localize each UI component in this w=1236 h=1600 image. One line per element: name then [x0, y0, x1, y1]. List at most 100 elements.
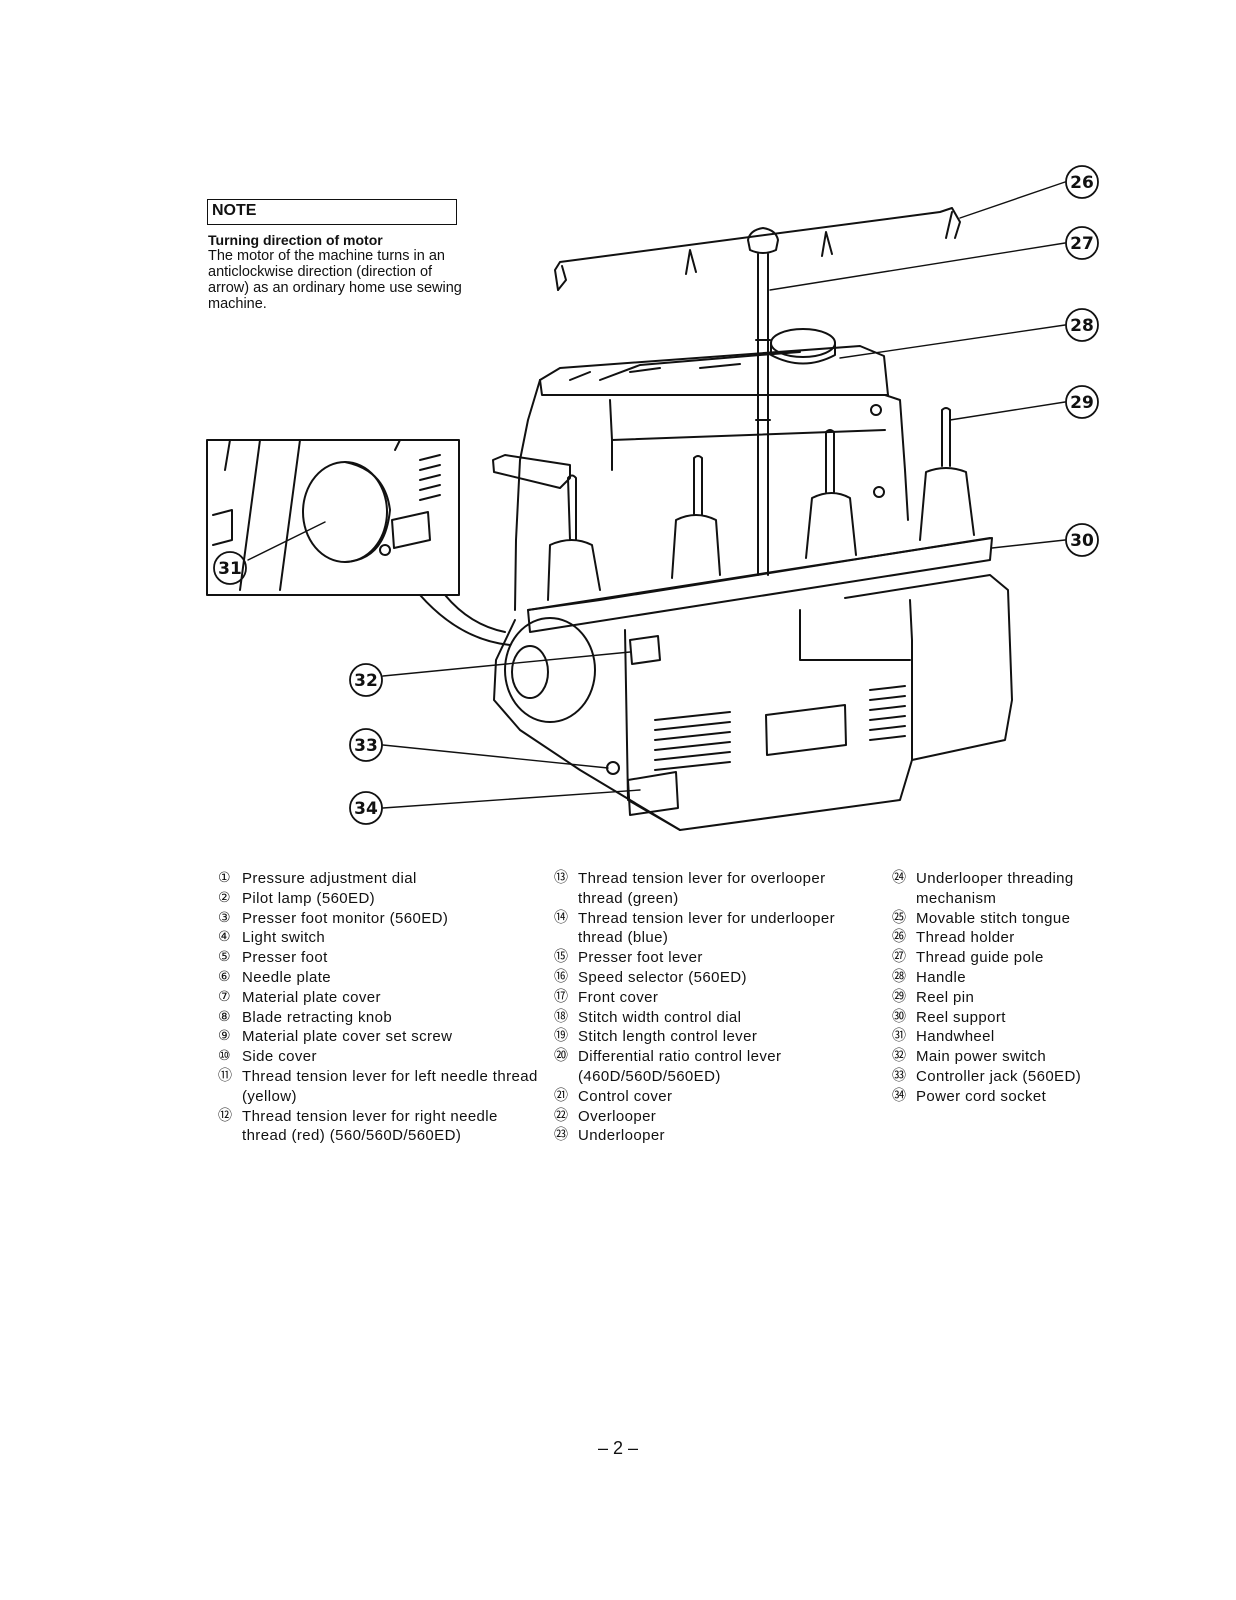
legend-number: ⑨: [218, 1028, 231, 1045]
legend-number: ㉓: [554, 1127, 569, 1144]
legend-number: ㉔: [892, 870, 907, 886]
callout-31: 31: [213, 551, 247, 585]
legend-text: Presser foot: [242, 949, 328, 967]
legend-text: Needle plate: [242, 968, 332, 986]
note-body: The motor of the machine turns in an ant…: [208, 248, 462, 312]
callout-26-label: 26: [1070, 173, 1094, 193]
legend-number: ㉒: [554, 1107, 569, 1124]
machine-main-body: [492, 379, 909, 611]
legend-text: Presser foot monitor (560ED): [242, 909, 449, 927]
note-title: Turning direction of motor: [208, 232, 383, 248]
legend-text: Movable stitch tongue: [916, 909, 1071, 927]
legend-text: Control cover: [578, 1087, 673, 1105]
legend-number: ⑭: [554, 909, 569, 926]
legend-number: ⑮: [554, 949, 569, 966]
thread-guide-pole: [747, 227, 779, 576]
legend-number: ㉑: [554, 1087, 569, 1104]
legend-number: ⑲: [554, 1028, 569, 1045]
callout-29: 29: [1065, 385, 1099, 419]
handwheel-inset: [206, 439, 511, 646]
legend-number: ①: [218, 870, 231, 886]
legend-text: Thread holder: [916, 929, 1015, 947]
legend-number: ㉗: [892, 949, 907, 966]
legend-item: ㉕ Movable stitch tongue: [892, 909, 1102, 929]
callout-34-label: 34: [354, 799, 378, 819]
legend-item: ④ Light switch: [218, 928, 538, 948]
machine-lower-body: [493, 574, 1013, 831]
legend-text: Controller jack (560ED): [916, 1067, 1082, 1085]
legend-number: ㉕: [892, 909, 907, 926]
legend-text: Thread tension lever for overlooper thre…: [578, 870, 826, 907]
callout-33: 33: [349, 728, 383, 762]
callout-28-label: 28: [1070, 316, 1094, 336]
legend-number: ⑯: [554, 968, 569, 985]
legend-number: ⑥: [218, 968, 231, 985]
legend-number: ㉘: [892, 968, 907, 985]
legend-number: ③: [218, 909, 231, 926]
legend-item: ⑤ Presser foot: [218, 948, 538, 968]
page-number: – 2 –: [597, 1438, 639, 1458]
thread-holder-wire: [554, 207, 961, 291]
legend-item: ⑧ Blade retracting knob: [218, 1008, 538, 1028]
legend-item: ㉑ Control cover: [554, 1087, 874, 1107]
legend-item: ⑭ Thread tension lever for underlooper th…: [554, 909, 874, 949]
callout-34: 34: [349, 791, 383, 825]
legend-number: ㉙: [892, 988, 907, 1005]
legend-number: ④: [218, 929, 231, 946]
legend-number: ⑤: [218, 949, 231, 966]
legend-item: ⑪ Thread tension lever for left needle th…: [218, 1067, 538, 1107]
legend-text: Stitch width control dial: [578, 1008, 742, 1026]
callout-28: 28: [1065, 308, 1099, 342]
legend-number: ㉖: [892, 929, 907, 946]
legend-item: ㉛ Handwheel: [892, 1027, 1102, 1047]
legend-text: Front cover: [578, 988, 659, 1006]
legend-text: Power cord socket: [916, 1087, 1047, 1105]
legend-text: Light switch: [242, 929, 326, 947]
legend-item: ㉚ Reel support: [892, 1008, 1102, 1028]
legend-text: Speed selector (560ED): [578, 968, 747, 986]
legend-text: Thread guide pole: [916, 949, 1044, 967]
legend-text: Material plate cover set screw: [242, 1028, 453, 1046]
legend-item: ⑨ Material plate cover set screw: [218, 1027, 538, 1047]
legend-number: ⑧: [218, 1008, 231, 1025]
callout-32: 32: [349, 663, 383, 697]
legend-text: Thread tension lever for underlooper thr…: [578, 909, 836, 947]
legend-text: Reel pin: [916, 988, 975, 1006]
reel-pins: [547, 407, 975, 601]
legend-item: ㉗ Thread guide pole: [892, 948, 1102, 968]
legend-text: Pilot lamp (560ED): [242, 889, 376, 907]
legend-item: ⑥ Needle plate: [218, 968, 538, 988]
legend-number: ⑫: [218, 1107, 233, 1124]
note-box: NOTE: [207, 199, 457, 225]
legend-text: Presser foot lever: [578, 949, 703, 967]
legend-number: ㉝: [892, 1067, 907, 1084]
callout-30-label: 30: [1070, 531, 1094, 551]
legend-number: ㉛: [892, 1028, 907, 1045]
leader-lines: [247, 181, 1066, 809]
legend-text: Thread tension lever for left needle thr…: [242, 1067, 538, 1105]
legend-text: Overlooper: [578, 1107, 657, 1125]
overlock-machine-diagram: 26 27 28 29 30 31 32 33 34: [206, 165, 1099, 831]
legend-number: ㉚: [892, 1008, 907, 1025]
legend-text: Handwheel: [916, 1028, 995, 1046]
legend-number: ⑪: [218, 1067, 233, 1084]
legend-item: ㉓ Underlooper: [554, 1126, 874, 1146]
legend-item: ㉝ Controller jack (560ED): [892, 1067, 1102, 1087]
legend-text: Handle: [916, 968, 966, 986]
legend-item: ③ Presser foot monitor (560ED): [218, 909, 538, 929]
legend-text: Blade retracting knob: [242, 1008, 393, 1026]
legend-text: Underlooper: [578, 1127, 665, 1145]
legend-text: Reel support: [916, 1008, 1006, 1026]
legend-text: Differential ratio control lever (460D/5…: [578, 1048, 782, 1085]
